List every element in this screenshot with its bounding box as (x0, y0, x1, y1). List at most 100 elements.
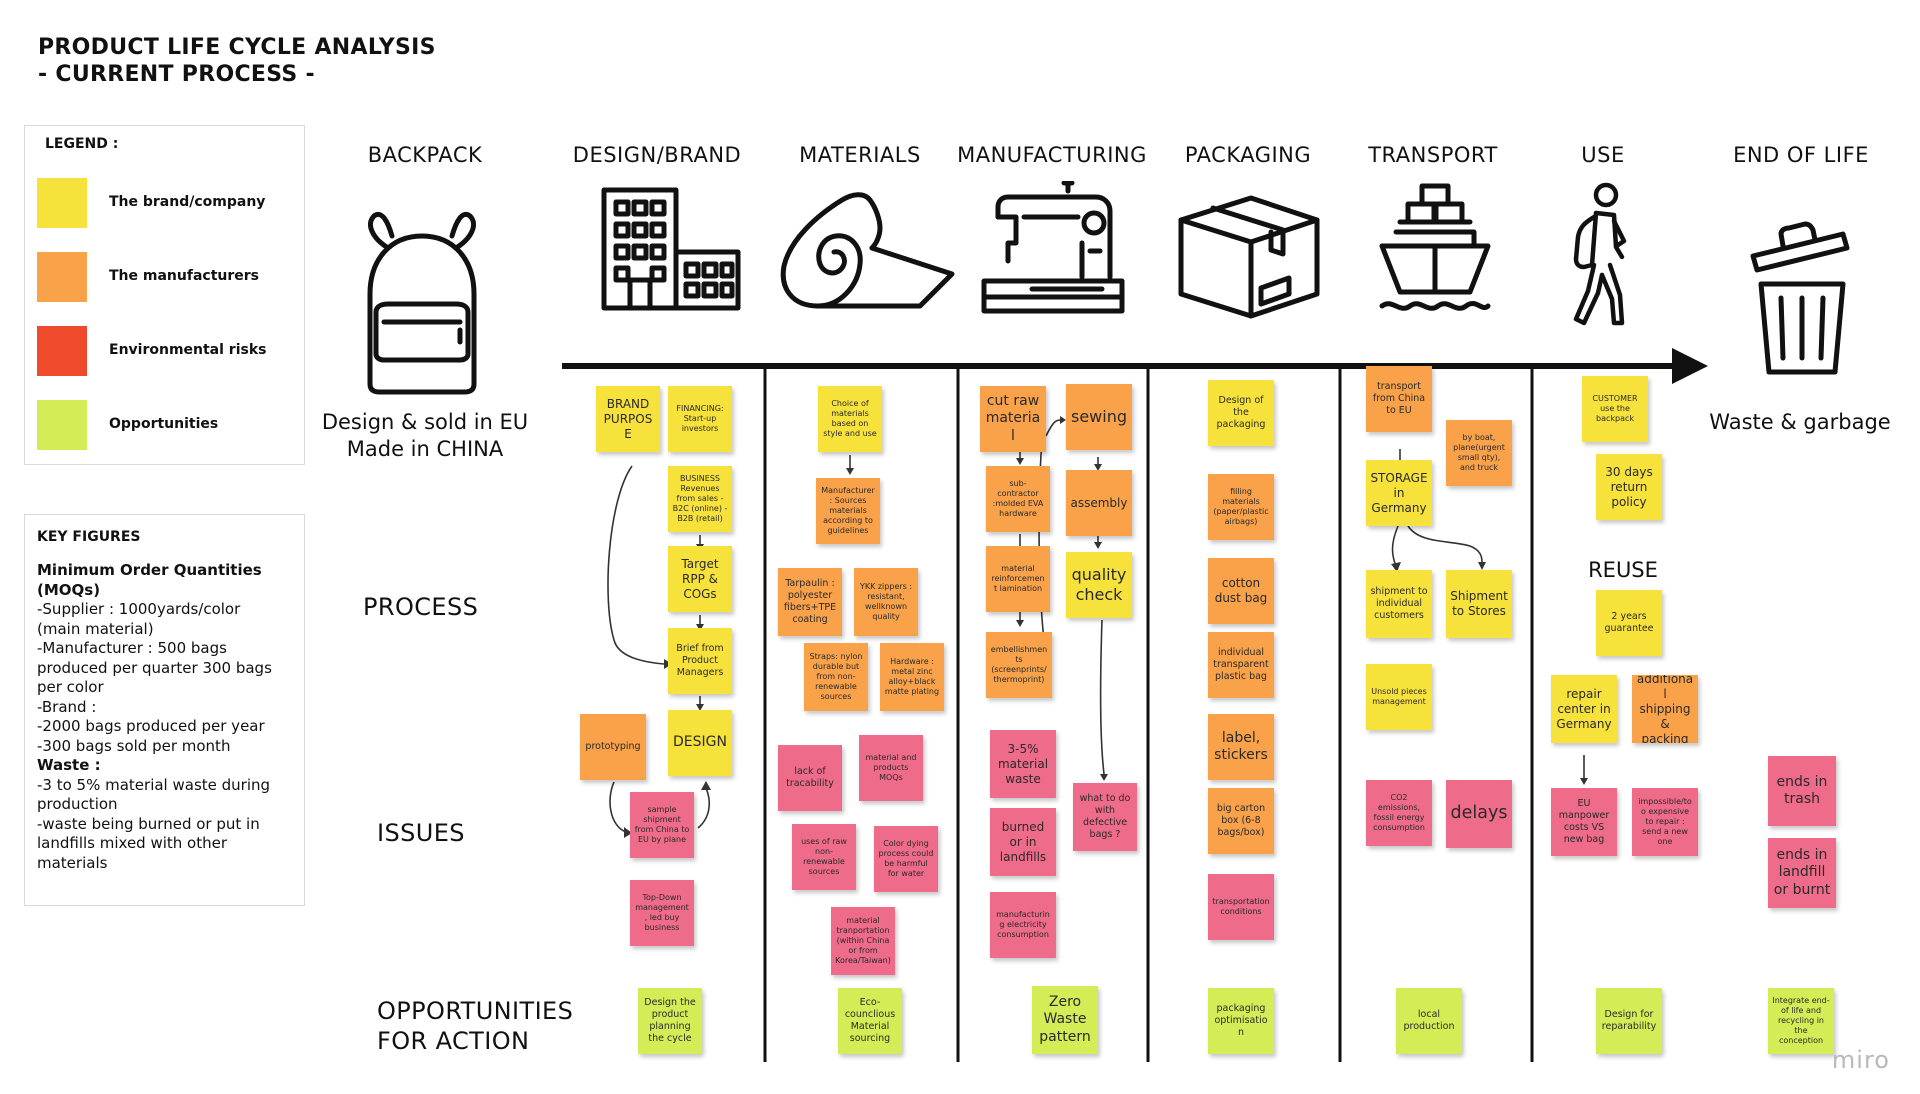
note-ends-in-landfill[interactable]: ends in landfill or burnt (1768, 838, 1836, 908)
legend-title: LEGEND : (45, 136, 119, 152)
note-design[interactable]: DESIGN (668, 710, 732, 776)
note-by-boat[interactable]: by boat, plane(urgent small qty), and tr… (1446, 420, 1512, 486)
note-prototyping[interactable]: prototyping (580, 714, 646, 780)
note-return-policy[interactable]: 30 days return policy (1596, 454, 1662, 520)
note-cut-raw-material[interactable]: cut raw material (980, 386, 1046, 452)
note-subcontractor[interactable]: sub-contractor :molded EVA hardware (986, 466, 1050, 532)
key-figures-line: production (37, 795, 118, 813)
note-hardware[interactable]: Hardware : metal zinc alloy+black matte … (880, 643, 944, 711)
note-material-waste[interactable]: 3-5% material waste (990, 730, 1056, 798)
note-co2-emissions[interactable]: CO2 emissions, fossil energy consumption (1366, 780, 1432, 846)
note-tarpaulin[interactable]: Tarpaulin : polyester fibers+TPE coating (778, 568, 842, 636)
stage-materials: MATERIALS (799, 143, 921, 167)
note-unsold-pieces[interactable]: Unsold pieces management (1366, 664, 1432, 730)
note-assembly[interactable]: assembly (1066, 470, 1132, 536)
backpack-caption: Design & sold in EU Made in CHINA (322, 409, 528, 463)
note-sewing[interactable]: sewing (1066, 384, 1132, 450)
note-transportation-conditions[interactable]: transportation conditions (1208, 874, 1274, 940)
note-additional-shipping[interactable]: additional shipping & packing (1632, 675, 1698, 743)
note-big-carton[interactable]: big carton box (6-8 bags/box) (1208, 788, 1274, 854)
note-raw-nonrenewable[interactable]: uses of raw non-renewable sources (792, 824, 856, 890)
note-brand-purpose[interactable]: BRAND PURPOSE (596, 386, 660, 452)
note-burned-landfills[interactable]: burned or in landfills (990, 808, 1056, 876)
note-ends-in-trash[interactable]: ends in trash (1768, 756, 1836, 826)
note-storage-germany[interactable]: STORAGE in Germany (1366, 460, 1432, 526)
miro-watermark: miro (1831, 1046, 1890, 1074)
note-delays[interactable]: delays (1446, 780, 1512, 848)
legend-swatch-risk (37, 326, 87, 376)
note-embellishments[interactable]: embellishments (screenprints/ thermoprin… (986, 632, 1052, 698)
note-filling-materials[interactable]: filling materials (paper/plastic airbags… (1208, 474, 1274, 540)
legend-swatch-brand (37, 178, 87, 228)
key-figures-line: -Supplier : 1000yards/color (37, 600, 241, 618)
note-cotton-dust-bag[interactable]: cotton dust bag (1208, 558, 1274, 624)
note-plastic-bag[interactable]: individual transparent plastic bag (1208, 632, 1274, 698)
note-material-moqs[interactable]: material and products MOQs (859, 735, 923, 801)
key-figures-line: per color (37, 678, 104, 696)
note-transport-china-eu[interactable]: transport from China to EU (1366, 366, 1432, 432)
note-defective-bags[interactable]: what to do with defective bags ? (1073, 783, 1137, 851)
note-opp-integrate-eol[interactable]: Integrate end-of life and recycling in t… (1768, 988, 1834, 1054)
note-quality-check[interactable]: quality check (1066, 552, 1132, 618)
note-opp-reparability[interactable]: Design for reparability (1596, 988, 1662, 1054)
note-repair-center[interactable]: repair center in Germany (1551, 675, 1617, 743)
note-business-revenues[interactable]: BUSINESS Revenues from sales -B2C (onlin… (668, 466, 732, 532)
note-impossible-repair[interactable]: impossible/too expensive to repair : sen… (1632, 788, 1698, 856)
note-manufacturer-sources[interactable]: Manufacturer : Sources materials accordi… (816, 478, 880, 544)
row-label-opportunities-line2: FOR ACTION (377, 1027, 530, 1055)
key-figures-line: -Brand : (37, 697, 97, 716)
note-sample-shipment[interactable]: sample shipment from China to EU by plan… (630, 792, 694, 858)
note-top-down-management[interactable]: Top-Down management, led buy business (630, 880, 694, 946)
note-shipment-stores[interactable]: Shipment to Stores (1446, 570, 1512, 638)
legend-label-risk: Environmental risks (109, 342, 267, 358)
page-title-line1: PRODUCT LIFE CYCLE ANALYSIS (38, 35, 436, 60)
note-guarantee[interactable]: 2 years guarantee (1596, 590, 1662, 656)
note-color-dying[interactable]: Color dying process could be harmful for… (874, 826, 938, 892)
note-choice-of-materials[interactable]: Choice of materials based on style and u… (818, 386, 882, 452)
note-label-stickers[interactable]: label, stickers (1208, 714, 1274, 780)
note-reinforcement[interactable]: material reinforcement lamination (986, 546, 1050, 612)
note-customer-use[interactable]: CUSTOMER use the backpack (1582, 376, 1648, 442)
legend-label-brand: The brand/company (109, 194, 266, 210)
note-brief-product-managers[interactable]: Brief from Product Managers (668, 628, 732, 694)
legend-swatch-opportunity (37, 400, 87, 450)
note-shipment-individual[interactable]: shipment to individual customers (1366, 570, 1432, 638)
note-lack-of-traceability[interactable]: lack of tracability (778, 745, 842, 811)
note-electricity-consumption[interactable]: manufacturing electricity consumption (990, 892, 1056, 958)
ship-icon (1379, 183, 1491, 311)
legend-panel: LEGEND : The brand/company The manufactu… (24, 125, 305, 465)
note-straps[interactable]: Straps: nylon durable but from non-renew… (804, 643, 868, 711)
key-figures-line: landfills mixed with other (37, 834, 228, 852)
key-figures-line: produced per quarter 300 bags (37, 658, 272, 677)
stage-packaging: PACKAGING (1184, 143, 1312, 167)
note-opp-eco-material[interactable]: Eco-counclious Material sourcing (838, 988, 902, 1054)
stage-transport: TRANSPORT (1368, 143, 1498, 167)
key-figures-line: -300 bags sold per month (37, 736, 231, 755)
page-title-line2: - CURRENT PROCESS - (38, 62, 315, 87)
row-label-opportunities: OPPORTUNITIES FOR ACTION (377, 996, 573, 1056)
note-financing[interactable]: FINANCING: Start-up investors (668, 386, 732, 452)
stage-manufacturing: MANUFACTURING (957, 143, 1147, 167)
note-material-transportation[interactable]: material tranportation (within China or … (831, 907, 895, 975)
row-label-opportunities-line1: OPPORTUNITIES (377, 997, 574, 1025)
row-label-process: PROCESS (363, 593, 479, 621)
backpack-caption-line1: Design & sold in EU (321, 410, 529, 434)
box-icon (1178, 195, 1320, 319)
key-figures-list: Minimum Order Quantities(MOQs)-Supplier … (37, 561, 299, 873)
sewing-machine-icon (981, 181, 1125, 314)
legend-label-opportunity: Opportunities (109, 416, 219, 432)
page-title: PRODUCT LIFE CYCLE ANALYSIS - CURRENT PR… (38, 34, 436, 88)
note-ykk-zippers[interactable]: YKK zippers : resistant, wellknown quali… (854, 568, 918, 636)
key-figures-panel: KEY FIGURES Minimum Order Quantities(MOQ… (24, 514, 305, 906)
note-opp-local-production[interactable]: local production (1396, 988, 1462, 1054)
reuse-label: REUSE (1588, 558, 1658, 582)
legend-label-manufacturer: The manufacturers (109, 268, 259, 284)
note-opp-zero-waste[interactable]: Zero Waste pattern (1032, 986, 1098, 1054)
note-target-rpp[interactable]: Target RPP & COGs (668, 546, 732, 612)
note-opp-packaging[interactable]: packaging optimisation (1208, 988, 1274, 1054)
note-design-packaging[interactable]: Design of the packaging (1208, 380, 1274, 446)
note-eu-manpower[interactable]: EU manpower costs VS new bag (1551, 788, 1617, 856)
key-figures-line: Waste : (37, 756, 101, 774)
note-opp-design-cycle[interactable]: Design the product planning the cycle (638, 988, 702, 1054)
key-figures-line: -2000 bags produced per year (37, 717, 265, 735)
